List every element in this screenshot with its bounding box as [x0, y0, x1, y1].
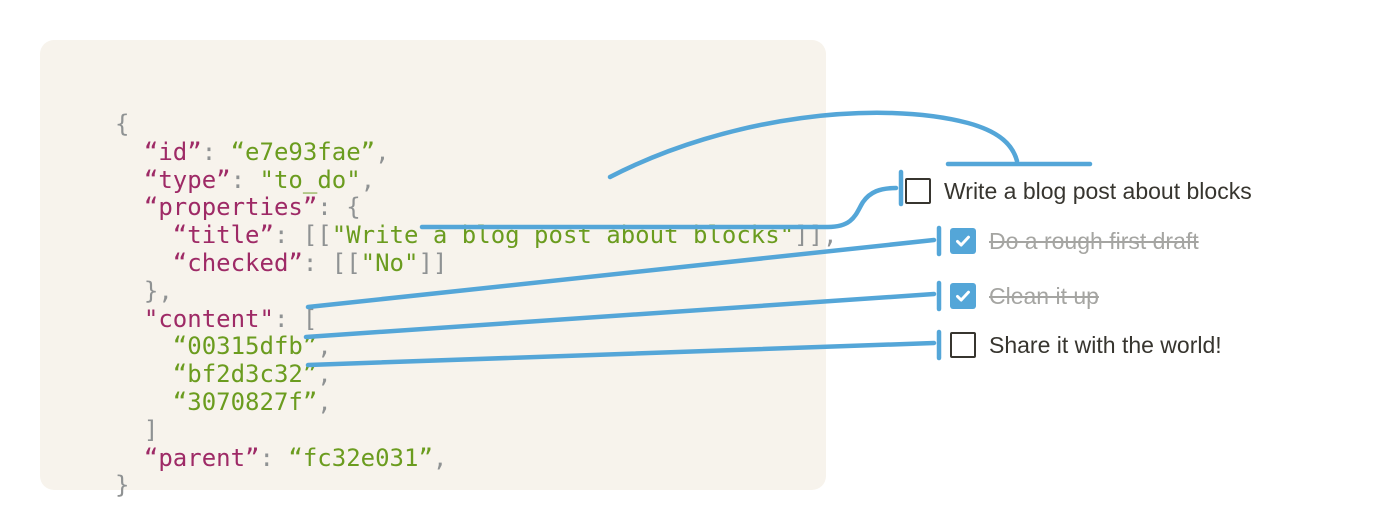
checkbox-unchecked-icon[interactable]	[950, 332, 976, 358]
code-line: ]	[115, 415, 159, 444]
code-line: “checked”: [["No"]]	[172, 248, 448, 277]
todo-item: Write a blog post about blocks	[905, 178, 1252, 204]
code-line: “id”: “e7e93fae”,	[143, 137, 390, 166]
todo-item-label: Share it with the world!	[989, 331, 1222, 358]
code-line: “parent”: “fc32e031”,	[143, 443, 448, 472]
checkmark-icon	[956, 290, 970, 302]
code-line: “3070827f”,	[172, 387, 332, 416]
code-line: “properties”: {	[143, 193, 361, 222]
code-line: }	[115, 471, 130, 500]
json-code-panel: { “id”: “e7e93fae”, “type”: "to_do", “pr…	[40, 40, 837, 499]
code-line: },	[115, 276, 173, 305]
todo-item-label: Clean it up	[989, 282, 1099, 309]
code-line: {	[115, 110, 130, 138]
todo-item: Do a rough first draft	[950, 228, 1199, 254]
code-line: “title”: [["Write a blog post about bloc…	[172, 221, 838, 250]
code-line: “type”: "to_do",	[143, 165, 376, 194]
code-line: “00315dfb”,	[172, 332, 332, 361]
todo-item-label: Do a rough first draft	[989, 227, 1199, 254]
todo-item: Clean it up	[950, 283, 1099, 309]
checkbox-checked-icon[interactable]	[950, 283, 976, 309]
checkbox-unchecked-icon[interactable]	[905, 178, 931, 204]
json-code: { “id”: “e7e93fae”, “type”: "to_do", “pr…	[115, 110, 838, 500]
checkmark-icon	[956, 235, 970, 247]
code-line: "content": [	[143, 304, 318, 333]
todo-item-label: Write a blog post about blocks	[944, 177, 1252, 204]
code-line: “bf2d3c32”,	[172, 360, 332, 389]
checkbox-checked-icon[interactable]	[950, 228, 976, 254]
todo-item: Share it with the world!	[950, 332, 1222, 358]
